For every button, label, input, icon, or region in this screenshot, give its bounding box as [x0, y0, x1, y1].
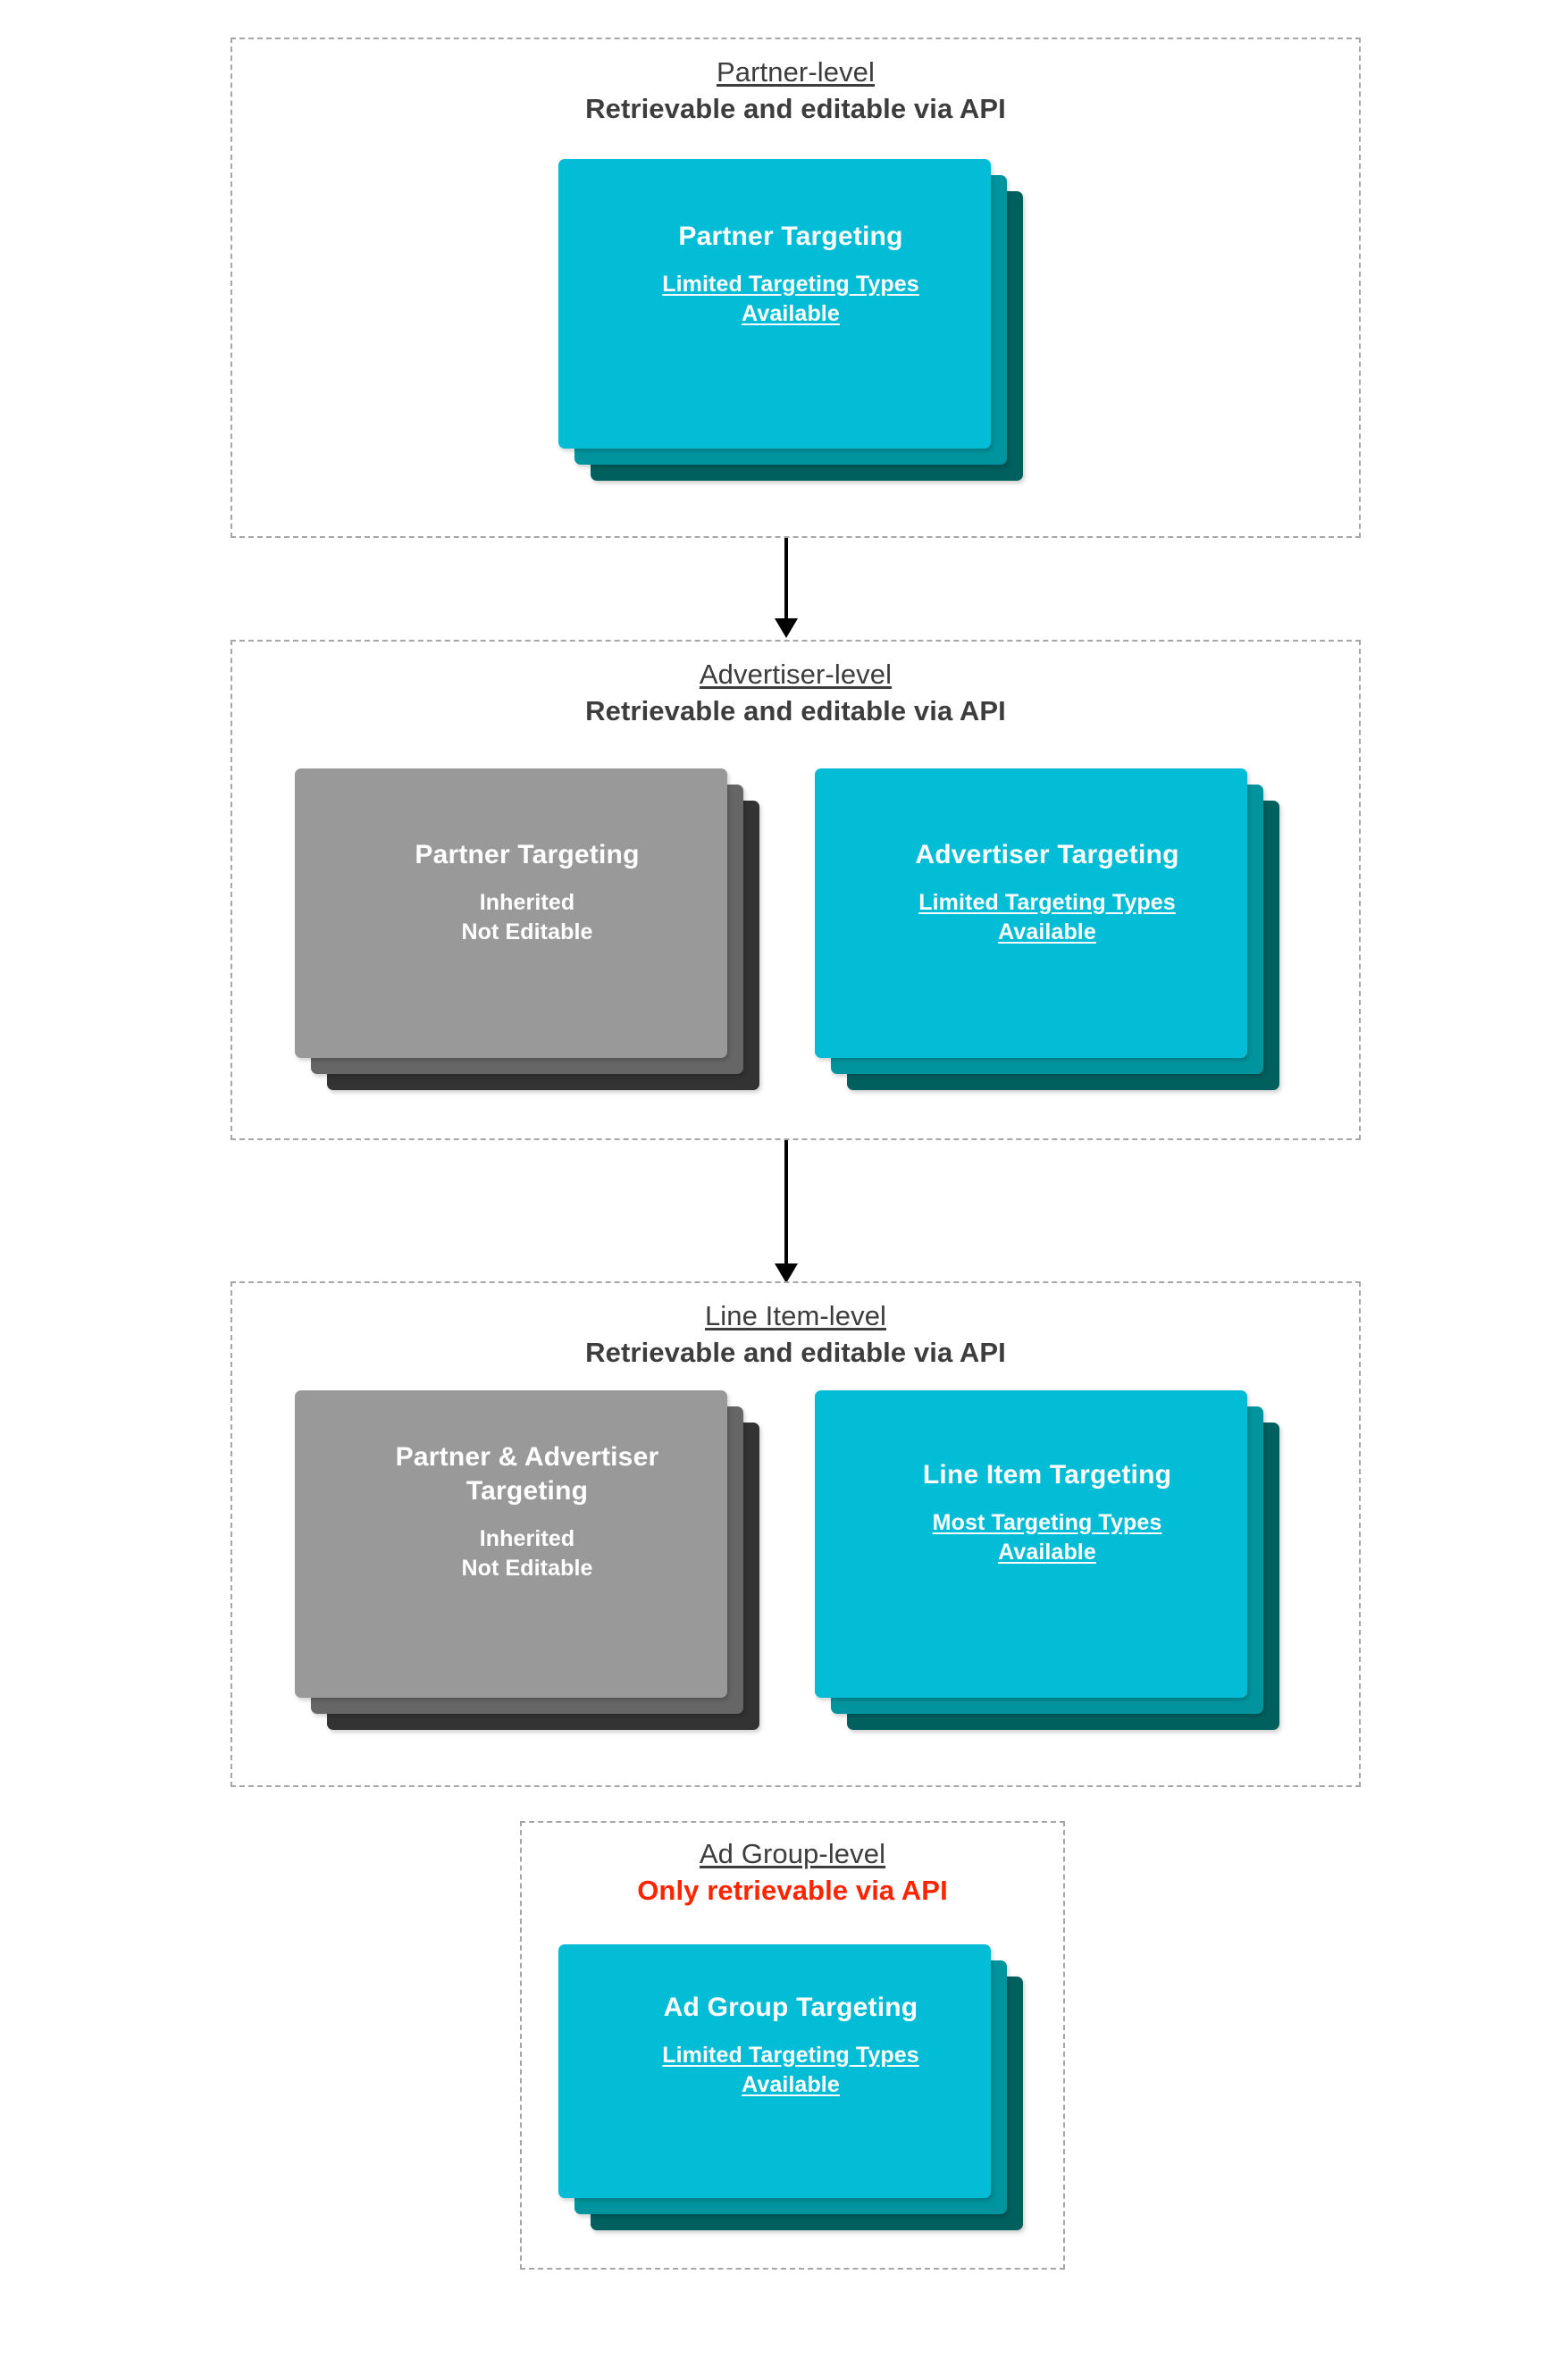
card-body-advertiser-targeting: Advertiser Targeting Limited Targeting T… [815, 838, 1279, 947]
card-title: Partner Targeting [415, 840, 640, 869]
level-subtitle-advertiser: Retrievable and editable via API [585, 694, 1006, 726]
card-title: Partner Targeting [678, 222, 903, 251]
arrow-shaft [784, 1140, 788, 1263]
card-layer-front [295, 1390, 727, 1698]
card-layer-front [558, 159, 991, 449]
card-title: Line Item Targeting [922, 1460, 1172, 1490]
card-stack-line-item-targeting[interactable]: Line Item Targeting Most Targeting Types… [815, 1390, 1279, 1730]
level-container-lineitem: Line Item-level Retrievable and editable… [231, 1281, 1361, 1787]
card-layer-front [815, 768, 1247, 1058]
card-title: Ad Group Targeting [663, 1993, 918, 2022]
arrow-head [775, 618, 798, 638]
level-container-adgroup: Ad Group-level Only retrievable via API [520, 1821, 1065, 2270]
level-subtitle-lineitem: Retrievable and editable via API [585, 1336, 1006, 1368]
level-header-lineitem: Line Item-level Retrievable and editable… [232, 1299, 1359, 1370]
level-header-partner: Partner-level Retrievable and editable v… [232, 55, 1359, 126]
level-subtitle-partner: Retrievable and editable via API [585, 92, 1006, 124]
level-container-advertiser: Advertiser-level Retrievable and editabl… [231, 640, 1361, 1140]
level-title-lineitem: Line Item-level [704, 1300, 887, 1331]
level-container-partner: Partner-level Retrievable and editable v… [231, 38, 1361, 538]
card-stack-advertiser-targeting[interactable]: Advertiser Targeting Limited Targeting T… [815, 768, 1279, 1090]
level-title-advertiser: Advertiser-level [699, 659, 893, 690]
card-layer-front [295, 768, 727, 1058]
card-body-ad-group-targeting: Ad Group Targeting Limited Targeting Typ… [558, 1991, 1023, 2100]
card-body-partner-targeting: Partner Targeting Limited Targeting Type… [558, 220, 1023, 329]
level-header-adgroup: Ad Group-level Only retrievable via API [522, 1837, 1063, 1908]
card-title: Advertiser Targeting [915, 840, 1179, 869]
down-arrow-icon-advertiser-to-lineitem [775, 1140, 798, 1283]
level-subtitle-adgroup: Only retrievable via API [637, 1874, 948, 1906]
card-layer-front [815, 1390, 1247, 1698]
level-header-advertiser: Advertiser-level Retrievable and editabl… [232, 658, 1359, 728]
card-stack-partner-targeting[interactable]: Partner Targeting Limited Targeting Type… [558, 159, 1023, 481]
arrow-head [775, 1263, 798, 1283]
arrow-shaft [784, 538, 788, 618]
card-body-line-item-targeting: Line Item Targeting Most Targeting Types… [815, 1458, 1279, 1567]
level-title-adgroup: Ad Group-level [699, 1838, 886, 1869]
card-layer-front [558, 1944, 991, 2198]
card-stack-ad-group-targeting[interactable]: Ad Group Targeting Limited Targeting Typ… [558, 1944, 1023, 2230]
down-arrow-icon-partner-to-advertiser [775, 538, 798, 638]
level-title-partner: Partner-level [716, 56, 876, 88]
